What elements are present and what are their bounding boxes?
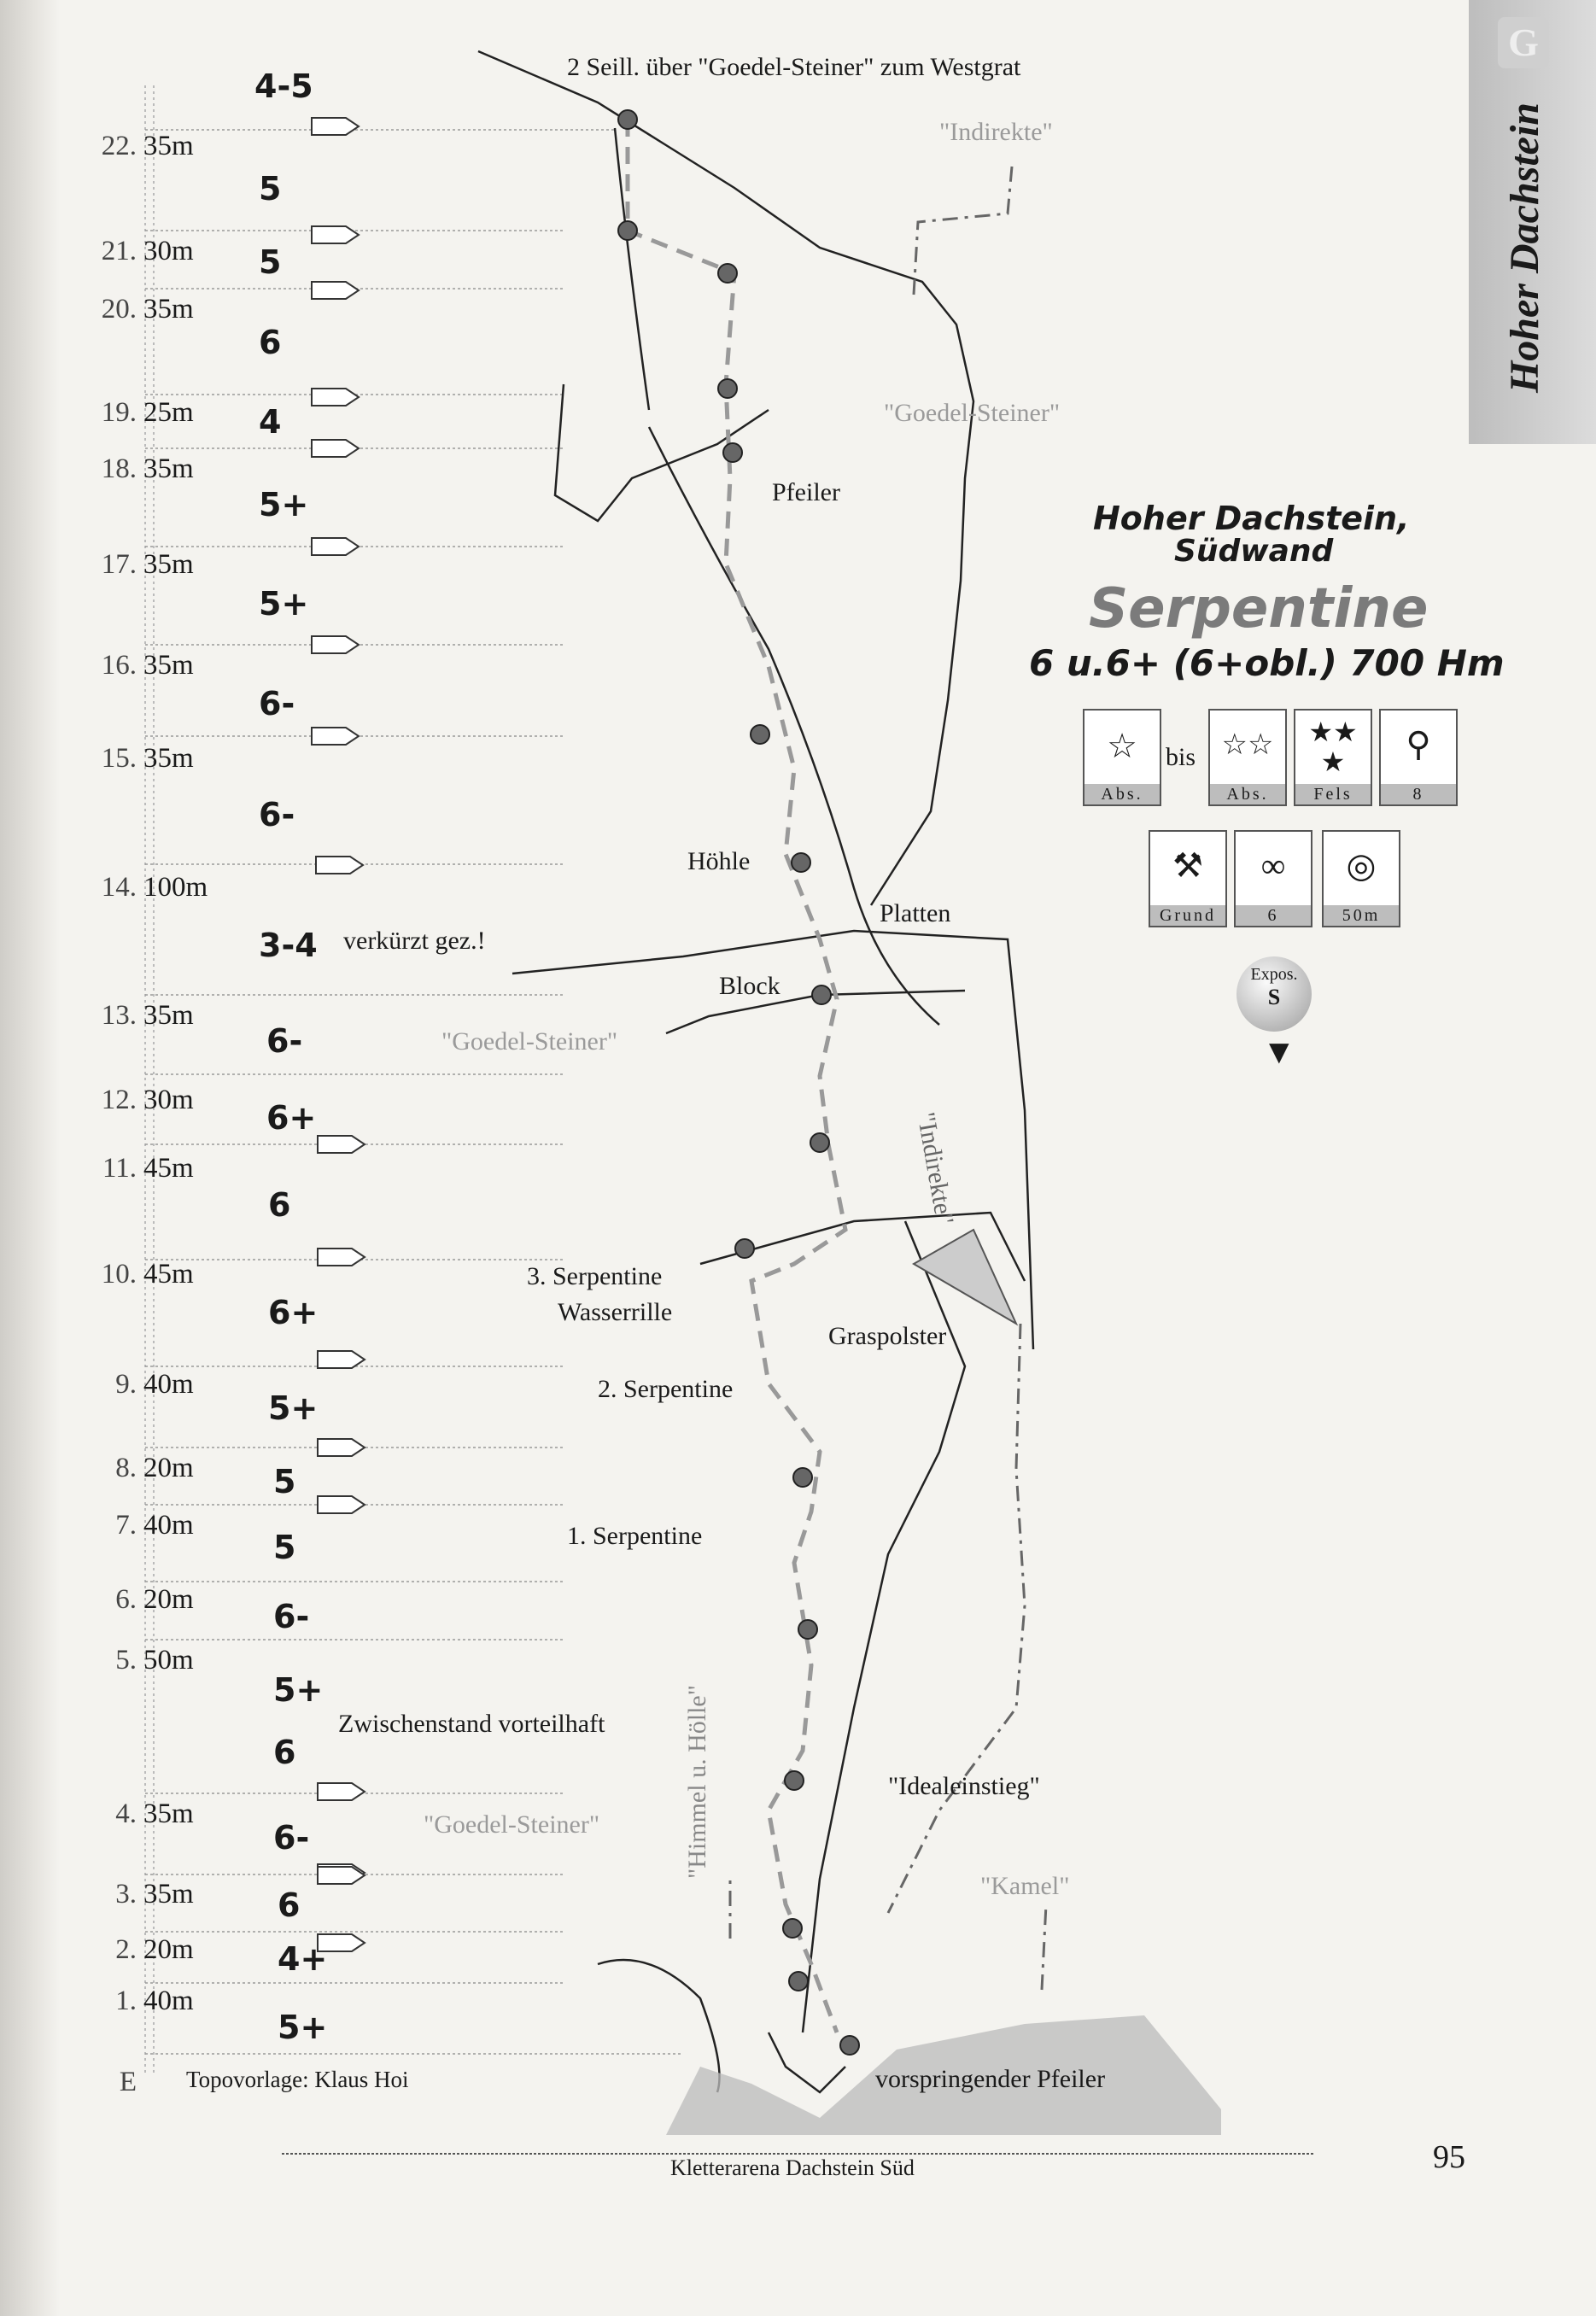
pitch-row: 18.35m xyxy=(101,453,194,484)
sling-icon: ∞ xyxy=(1260,846,1286,885)
grade: 4-5 xyxy=(254,67,313,105)
rating-box-protection-max: ☆☆ Abs. xyxy=(1208,709,1287,806)
grade: 5+ xyxy=(268,1389,319,1427)
star-icon: ☆ xyxy=(1107,727,1137,765)
route-face: Südwand xyxy=(1174,534,1334,569)
pitch-row: 2.20m xyxy=(115,1934,194,1965)
grade: 6- xyxy=(259,796,295,833)
pitch-row: 10.45m xyxy=(101,1259,194,1290)
grade: 5+ xyxy=(259,585,309,623)
label-wasserrille: Wasserrille xyxy=(558,1298,673,1326)
label-graspolster: Graspolster xyxy=(828,1322,947,1350)
pitch-row: 13.35m xyxy=(101,1000,194,1031)
grade: 6 xyxy=(259,324,282,361)
pitch-row: 9.40m xyxy=(115,1369,194,1400)
pitch-row: 21.30m xyxy=(101,236,194,266)
grade: 5 xyxy=(259,170,282,208)
pitch-row: 19.25m xyxy=(101,397,194,428)
rating-between: bis xyxy=(1166,743,1196,771)
pitch-row: 16.35m xyxy=(101,650,194,681)
pitch-row: 20.35m xyxy=(101,294,194,325)
pitch-row: 1.40m xyxy=(115,1986,194,2016)
grade: 6+ xyxy=(268,1294,319,1331)
grade: 5 xyxy=(259,243,282,281)
page-footer: Kletterarena Dachstein Süd xyxy=(670,2155,915,2180)
rope-icon: ◎ xyxy=(1346,846,1377,885)
pitch-row: 7.40m xyxy=(115,1510,194,1541)
pitch-row: 12.30m xyxy=(101,1085,194,1115)
grade: 6- xyxy=(266,1022,303,1060)
pitch-row: 15.35m xyxy=(101,743,194,774)
page-gutter-shadow xyxy=(0,0,60,2316)
grade: 6 xyxy=(273,1734,296,1771)
grade: 5+ xyxy=(259,486,309,523)
label-serpentine-3: 3. Serpentine xyxy=(527,1262,663,1290)
rope-box: ◎ 50m xyxy=(1322,830,1400,927)
pitch-row: 14.100m xyxy=(101,872,208,903)
grade: 6- xyxy=(273,1598,310,1635)
top-route-note: 2 Seill. über "Goedel-Steiner" zum Westg… xyxy=(567,53,1021,81)
grade: 5+ xyxy=(273,1671,324,1709)
grade: 6- xyxy=(273,1819,310,1857)
hammer-icon: ⚒ xyxy=(1172,846,1203,885)
grade: 5 xyxy=(273,1529,296,1566)
pitch-row: 5.50m xyxy=(115,1645,194,1676)
pitch-row: 6.20m xyxy=(115,1584,194,1615)
label-goedel-steiner: "Goedel-Steiner" xyxy=(884,399,1061,427)
rating-box-protection: ☆ Abs. xyxy=(1083,709,1161,806)
route-mountain: Hoher Dachstein, xyxy=(1093,500,1410,537)
label-serpentine-2: 2. Serpentine xyxy=(598,1375,734,1403)
chapter-tab: G Hoher Dachstein xyxy=(1469,0,1596,444)
label-intermediate-belay: Zwischenstand vorteilhaft xyxy=(338,1710,605,1738)
label-pfeiler: Pfeiler xyxy=(772,478,840,506)
label-shortened: verkürzt gez.! xyxy=(343,927,486,955)
label-serpentine-1: 1. Serpentine xyxy=(567,1522,703,1550)
route-grade-line: 6 u.6+ (6+obl.) 700 Hm xyxy=(1029,642,1505,684)
quickdraw-box: ⚲ 8 xyxy=(1379,709,1458,806)
chapter-letter: G xyxy=(1498,17,1549,68)
exposure-badge: Expos. S xyxy=(1236,956,1312,1032)
grade: 6 xyxy=(278,1886,301,1924)
three-stars-icon: ★★★ xyxy=(1308,716,1358,778)
grade: 5 xyxy=(273,1463,296,1500)
pitch-row: 17.35m xyxy=(101,549,194,580)
pitch-row: 8.20m xyxy=(115,1453,194,1483)
slings-box: ∞ 6 xyxy=(1234,830,1312,927)
quickdraw-icon: ⚲ xyxy=(1406,725,1431,763)
grade: 5+ xyxy=(278,2009,328,2046)
label-kamel: "Kamel" xyxy=(980,1872,1070,1900)
grade: 3-4 xyxy=(259,927,318,964)
rating-box-rock: ★★★ Fels xyxy=(1294,709,1372,806)
grade: 6- xyxy=(259,685,295,722)
label-vorspringender-pfeiler: vorspringender Pfeiler xyxy=(875,2065,1106,2093)
label-goedel-steiner: "Goedel-Steiner" xyxy=(424,1810,600,1839)
pitch-row: 22.35m xyxy=(101,131,194,161)
label-indirekte-top: "Indirekte" xyxy=(939,118,1053,146)
pitch-row: 4.35m xyxy=(115,1798,194,1829)
gear-box: ⚒ Grund xyxy=(1149,830,1227,927)
two-stars-icon: ☆☆ xyxy=(1221,729,1274,761)
label-goedel-steiner: "Goedel-Steiner" xyxy=(441,1027,618,1056)
arrow-down-icon: ▼ xyxy=(1262,1032,1296,1071)
grade: 4 xyxy=(259,403,282,441)
pitch-row: E xyxy=(119,2067,137,2097)
pitch-row: 3.35m xyxy=(115,1879,194,1910)
label-himmel-hoelle: "Himmel u. Hölle" xyxy=(683,1685,711,1879)
label-platten: Platten xyxy=(880,899,951,927)
label-idealeinstieg: "Idealeinstieg" xyxy=(888,1772,1040,1800)
page-number: 95 xyxy=(1433,2139,1465,2175)
label-block: Block xyxy=(719,972,780,1000)
grade: 4+ xyxy=(278,1940,328,1978)
label-hoehle: Höhle xyxy=(687,847,751,875)
grade: 6 xyxy=(268,1186,291,1224)
pitch-row: 11.45m xyxy=(102,1153,194,1184)
grade: 6+ xyxy=(266,1099,317,1137)
route-name: Serpentine xyxy=(1089,577,1429,640)
topo-source: Topovorlage: Klaus Hoi xyxy=(186,2067,409,2092)
